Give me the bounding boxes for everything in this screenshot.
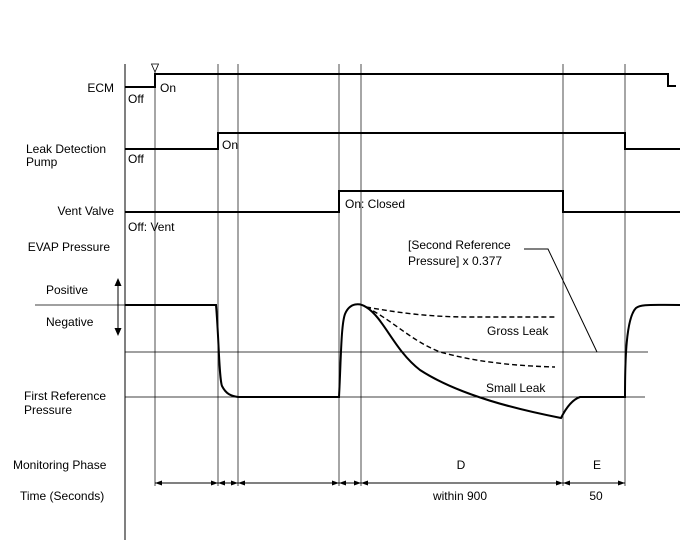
callout-leader bbox=[524, 248, 598, 353]
label-time-seconds: Time (Seconds) bbox=[20, 489, 104, 503]
label-leak-detection-pump-line1: Leak Detection bbox=[26, 142, 106, 156]
label-negative: Negative bbox=[46, 315, 94, 329]
gross-leak-curve bbox=[365, 306, 555, 318]
pump-off-label: Off bbox=[128, 152, 144, 166]
ecm-signal bbox=[125, 73, 676, 88]
label-vent-valve: Vent Valve bbox=[58, 204, 115, 218]
label-leak-detection-pump-line2: Pump bbox=[26, 155, 58, 169]
dimension-arrowheads bbox=[155, 480, 625, 486]
evap-pressure-curve bbox=[125, 303, 681, 420]
vent-off-label: Off: Vent bbox=[128, 220, 175, 234]
second-reference-callout-line1: [Second Reference bbox=[408, 238, 511, 252]
ecm-off-label: Off bbox=[128, 92, 144, 106]
small-leak-boundary-curve bbox=[365, 306, 556, 368]
second-reference-callout-line2: Pressure] x 0.377 bbox=[408, 254, 502, 268]
ecm-on-label: On bbox=[160, 81, 176, 95]
phase-d-label: D bbox=[457, 458, 466, 472]
pump-signal bbox=[125, 132, 680, 150]
time-e-value: 50 bbox=[589, 489, 603, 503]
time-d-value: within 900 bbox=[432, 489, 487, 503]
label-evap-pressure: EVAP Pressure bbox=[28, 240, 111, 254]
vent-on-label: On: Closed bbox=[345, 197, 405, 211]
label-ecm: ECM bbox=[87, 81, 114, 95]
label-monitoring-phase: Monitoring Phase bbox=[13, 458, 107, 472]
pump-on-label: On bbox=[222, 138, 238, 152]
small-leak-label: Small Leak bbox=[486, 381, 546, 395]
arrow-up-icon bbox=[114, 278, 122, 286]
label-first-reference-line2: Pressure bbox=[24, 403, 72, 417]
vent-valve-signal bbox=[125, 190, 680, 213]
phase-e-label: E bbox=[593, 458, 601, 472]
arrow-down-icon bbox=[114, 328, 122, 336]
trigger-marker-icon bbox=[150, 63, 160, 73]
label-positive: Positive bbox=[46, 283, 88, 297]
label-first-reference-line1: First Reference bbox=[24, 389, 106, 403]
gross-leak-label: Gross Leak bbox=[487, 324, 549, 338]
